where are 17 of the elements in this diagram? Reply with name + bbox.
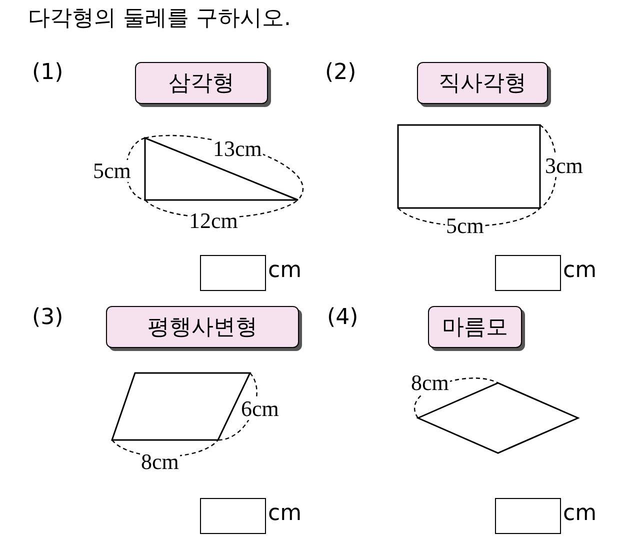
problem-number: (3): [32, 307, 64, 329]
shape-name-label: 평행사변형: [106, 306, 299, 348]
unit-label: cm: [268, 503, 302, 525]
dimension-label: 3cm: [544, 155, 584, 177]
dimension-label: 8cm: [410, 372, 450, 394]
unit-label: cm: [563, 503, 597, 525]
problem-number: (4): [327, 307, 358, 329]
problem-number: (2): [325, 62, 356, 84]
shape-name-label: 직사각형: [417, 62, 548, 104]
dimension-label: 5cm: [92, 160, 132, 182]
problem-number: (1): [32, 62, 64, 84]
dimension-label: 6cm: [240, 398, 280, 420]
unit-label: cm: [268, 260, 302, 282]
shape-name-label: 삼각형: [135, 62, 268, 104]
instruction-text: 다각형의 둘레를 구하시오.: [28, 8, 291, 30]
shape-name-label: 마름모: [428, 306, 522, 348]
unit-label: cm: [563, 260, 597, 282]
